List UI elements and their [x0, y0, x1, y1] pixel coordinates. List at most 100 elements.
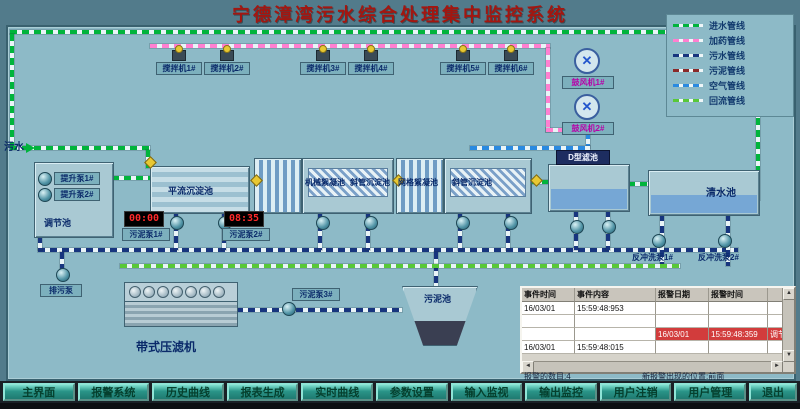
belt-press-rollers [125, 283, 237, 301]
lift-pump-2-icon[interactable] [38, 188, 52, 202]
legend-label: 污水管线 [709, 51, 746, 61]
alarm-cell: 16/03/01 [522, 341, 575, 354]
mixer-label: 搅拌机2# [204, 62, 250, 75]
taskbar-strip [0, 403, 800, 409]
pipe-inlet-feed [10, 146, 150, 150]
nav-button-exit[interactable]: 退出 [749, 383, 798, 401]
legend-item: 加药管线 [667, 33, 793, 48]
legend-item: 进水管线 [667, 18, 793, 33]
roller-icon [143, 286, 155, 298]
nav-button-main[interactable]: 主界面 [3, 383, 75, 401]
pipe-return-main [120, 264, 680, 268]
roller-icon [157, 286, 169, 298]
pump-icon[interactable] [602, 220, 616, 234]
pump-icon[interactable] [504, 216, 518, 230]
alarm-row-active[interactable]: 16/03/01 15:59:48:359 调节池液位 [522, 328, 794, 341]
blower-fan-icon[interactable] [574, 94, 600, 120]
nav-button-parameters[interactable]: 参数设置 [376, 383, 448, 401]
lift-pump-1-label: 提升泵1# [54, 172, 100, 185]
alarm-row[interactable]: 16/03/01 15:59:48:015 [522, 341, 794, 354]
tank-label-belt-press: 带式压滤机 [136, 340, 197, 354]
legend-line-sample [673, 69, 703, 72]
alarm-row[interactable] [522, 315, 794, 328]
tank-label-regulating: 调节池 [44, 218, 72, 228]
alarm-cell: 15:59:48:359 [709, 328, 768, 341]
scroll-right-icon[interactable]: ► [771, 361, 783, 372]
tank-label-horizontal-sedimentation: 平流沉淀池 [168, 186, 214, 196]
backwash-pump-2-icon[interactable] [718, 234, 732, 248]
pipe-to-clearwater [628, 182, 648, 186]
blower-fan-icon[interactable] [574, 48, 600, 74]
tank-label-d-filter: D型滤池 [556, 150, 610, 165]
pump-icon[interactable] [364, 216, 378, 230]
alarm-table-hscrollbar[interactable]: ◄ ► [522, 361, 783, 372]
mixer-label: 搅拌机4# [348, 62, 394, 75]
mixer-motor-icon[interactable] [456, 45, 470, 61]
mixer-motor-icon[interactable] [364, 45, 378, 61]
roller-icon [171, 286, 183, 298]
alarm-cell [575, 328, 656, 341]
pump-icon[interactable] [316, 216, 330, 230]
scroll-up-icon[interactable]: ▲ [783, 288, 794, 300]
pipe-dosing-right [546, 48, 550, 132]
alarm-count-text: 报警的数目:4 [524, 372, 571, 381]
lift-pump-1-icon[interactable] [38, 172, 52, 186]
nav-button-user-manage[interactable]: 用户管理 [674, 383, 747, 401]
legend-item: 空气管线 [667, 78, 793, 93]
pipe-to-sludge-tank [434, 252, 438, 288]
mixer-motor-icon[interactable] [316, 45, 330, 61]
roller-icon [129, 286, 141, 298]
blower-label: 鼓风机1# [562, 76, 614, 89]
alarm-cell [656, 341, 709, 354]
tank-label-inclined-tube-1: 斜管沉淀池 [350, 178, 390, 187]
legend-item: 污水管线 [667, 48, 793, 63]
tank-d-filter [548, 164, 630, 212]
tank-horizontal-sedimentation [150, 166, 250, 214]
pipe-press-feed [236, 308, 402, 312]
mixer-motor-icon[interactable] [220, 45, 234, 61]
alarm-cell: 16/03/01 [522, 302, 575, 315]
pipe-air-drop [586, 132, 590, 148]
legend-label: 空气管线 [709, 81, 746, 91]
nav-button-user-logout[interactable]: 用户注销 [599, 383, 672, 401]
sludge-pump-2-label: 污泥泵2# [222, 228, 270, 241]
tank-label-clear-water: 清水池 [706, 188, 736, 199]
tank-label-mechanical-flocculation: 机械絮凝池 [305, 178, 345, 187]
lift-pump-2-label: 提升泵2# [54, 188, 100, 201]
pump-icon[interactable] [170, 216, 184, 230]
alarm-table-vscrollbar[interactable]: ▲ ▼ [782, 288, 794, 362]
nav-button-input-monitor[interactable]: 输入监视 [450, 383, 523, 401]
nav-button-report[interactable]: 报表生成 [226, 383, 299, 401]
alarm-cell [709, 341, 768, 354]
alarm-cell: 16/03/01 [656, 328, 709, 341]
legend-line-sample [673, 84, 703, 87]
alarm-cell [656, 302, 709, 315]
runtime-display-2: 08:35 [224, 211, 264, 227]
backwash-pump-2-label: 反冲洗泵2# [698, 253, 739, 262]
nav-button-output-monitor[interactable]: 输出监控 [525, 383, 597, 401]
mixer-motor-icon[interactable] [172, 45, 186, 61]
pipe-inlet-left [10, 34, 14, 148]
backwash-pump-1-icon[interactable] [652, 234, 666, 248]
bottom-nav-bar: 主界面 报警系统 历史曲线 报表生成 实时曲线 参数设置 输入监视 输出监控 用… [0, 381, 800, 403]
pump-icon[interactable] [570, 220, 584, 234]
scroll-left-icon[interactable]: ◄ [522, 361, 534, 372]
pipe-sludge-drop-3 [318, 212, 322, 250]
nav-button-realtime-curve[interactable]: 实时曲线 [301, 383, 374, 401]
alarm-row[interactable]: 16/03/01 15:59:48:953 [522, 302, 794, 315]
sludge-pump-3-icon[interactable] [282, 302, 296, 316]
pump-icon[interactable] [456, 216, 470, 230]
sludge-pump-3-label: 污泥泵3# [292, 288, 340, 301]
blower-label: 鼓风机2# [562, 122, 614, 135]
drain-pump-icon[interactable] [56, 268, 70, 282]
runtime-display-1: 00:00 [124, 211, 164, 227]
nav-button-history-curve[interactable]: 历史曲线 [152, 383, 224, 401]
scroll-down-icon[interactable]: ▼ [783, 350, 794, 362]
mixer-motor-icon[interactable] [504, 45, 518, 61]
nav-button-alarm-system[interactable]: 报警系统 [77, 383, 150, 401]
tank-label-inclined-tube-2: 斜管沉淀池 [452, 178, 492, 187]
pipe-air-main [470, 146, 590, 150]
legend-line-sample [673, 99, 703, 102]
legend-line-sample [673, 54, 703, 57]
